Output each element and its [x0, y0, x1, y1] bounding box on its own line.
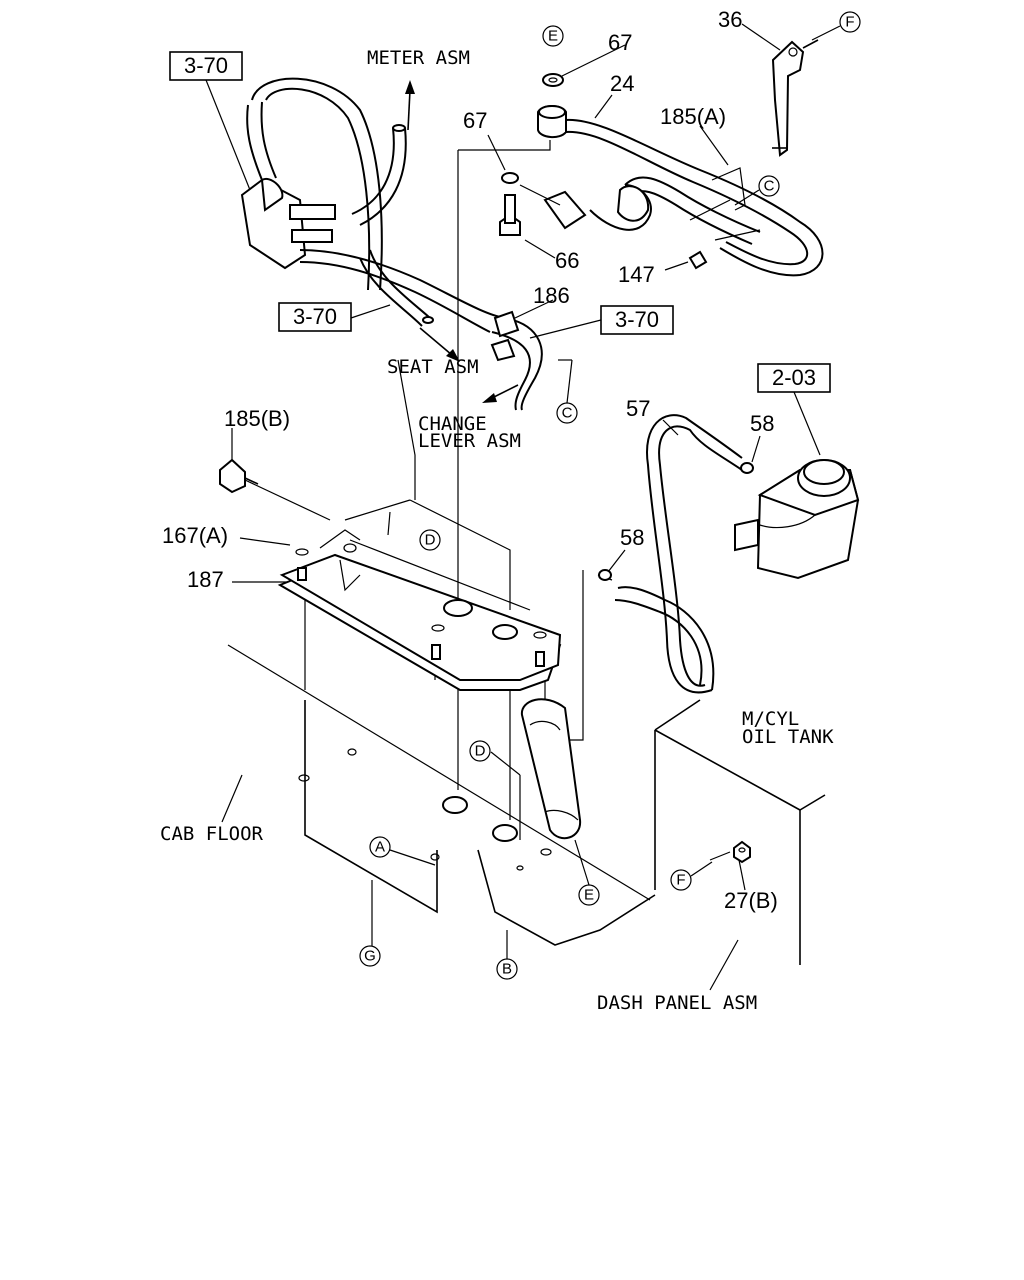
svg-text:C: C	[764, 178, 775, 195]
part-number-27b: 27(B)	[724, 888, 778, 913]
part-number-58-mid: 58	[620, 525, 644, 550]
part-number-185b: 185(B)	[224, 406, 290, 431]
hose-57	[598, 414, 754, 694]
ref-box-3-70-left[interactable]: 3-70	[278, 302, 352, 332]
circle-letter-f-low: F	[670, 869, 692, 891]
part-number-57: 57	[626, 396, 650, 421]
svg-text:E: E	[548, 28, 558, 45]
circle-letter-d-low: D	[469, 740, 491, 762]
circle-letter-e-top: E	[542, 25, 564, 47]
part-number-187: 187	[187, 567, 224, 592]
ref-2-03-text: 2-03	[772, 365, 816, 390]
circle-letter-c-mid: C	[556, 402, 578, 424]
part-number-185a: 185(A)	[660, 104, 726, 129]
ref-3-70-top-text: 3-70	[184, 53, 228, 78]
cab-floor-panel	[298, 700, 656, 946]
part-number-36: 36	[718, 7, 742, 32]
svg-text:F: F	[676, 872, 685, 889]
svg-text:G: G	[364, 948, 376, 965]
part-number-167a: 167(A)	[162, 523, 228, 548]
label-seat-asm: SEAT ASM	[387, 356, 479, 378]
ref-3-70-left-text: 3-70	[293, 304, 337, 329]
svg-text:B: B	[502, 961, 512, 978]
ref-box-3-70-top[interactable]: 3-70	[169, 51, 243, 81]
part-number-147: 147	[618, 262, 655, 287]
label-cab-floor: CAB FLOOR	[160, 823, 264, 845]
circle-letter-b: B	[496, 958, 518, 980]
part-number-24: 24	[610, 71, 634, 96]
svg-text:E: E	[584, 887, 594, 904]
part-number-186: 186	[533, 283, 570, 308]
circle-letter-g: G	[359, 945, 381, 967]
label-meter-asm: METER ASM	[367, 47, 470, 69]
part-number-66: 66	[555, 248, 579, 273]
circle-letter-a: A	[369, 836, 391, 858]
part-number-58-right: 58	[750, 411, 774, 436]
circle-letter-d-top: D	[419, 529, 441, 551]
label-change-lever-line2: LEVER ASM	[418, 430, 521, 452]
ref-box-3-70-right[interactable]: 3-70	[600, 305, 674, 335]
circle-letter-e-low: E	[578, 884, 600, 906]
svg-text:D: D	[475, 743, 486, 760]
svg-text:D: D	[425, 532, 436, 549]
part-number-67-mid: 67	[463, 108, 487, 133]
mounting-plates	[219, 458, 562, 691]
direction-arrows	[405, 80, 519, 403]
svg-text:A: A	[375, 839, 385, 856]
reservoir-tank	[734, 459, 860, 580]
dash-panel-block	[654, 699, 826, 965]
change-lever-boot	[520, 698, 582, 840]
label-change-lever-line1: CHANGE	[418, 413, 487, 435]
svg-text:C: C	[562, 405, 573, 422]
circle-letter-f-top: F	[839, 11, 861, 33]
svg-text:F: F	[845, 14, 854, 31]
label-mcyl-line2: OIL TANK	[742, 726, 834, 748]
guide-lines	[227, 140, 761, 901]
ref-box-2-03[interactable]: 2-03	[757, 363, 831, 393]
hose-assembly-upper-left	[240, 77, 543, 411]
ref-3-70-right-text: 3-70	[615, 307, 659, 332]
pipe-assembly-upper-right	[499, 39, 824, 277]
label-dash-panel-asm: DASH PANEL ASM	[597, 992, 757, 1014]
label-mcyl-line1: M/CYL	[742, 708, 799, 730]
circle-letter-c-top: C	[758, 175, 780, 197]
